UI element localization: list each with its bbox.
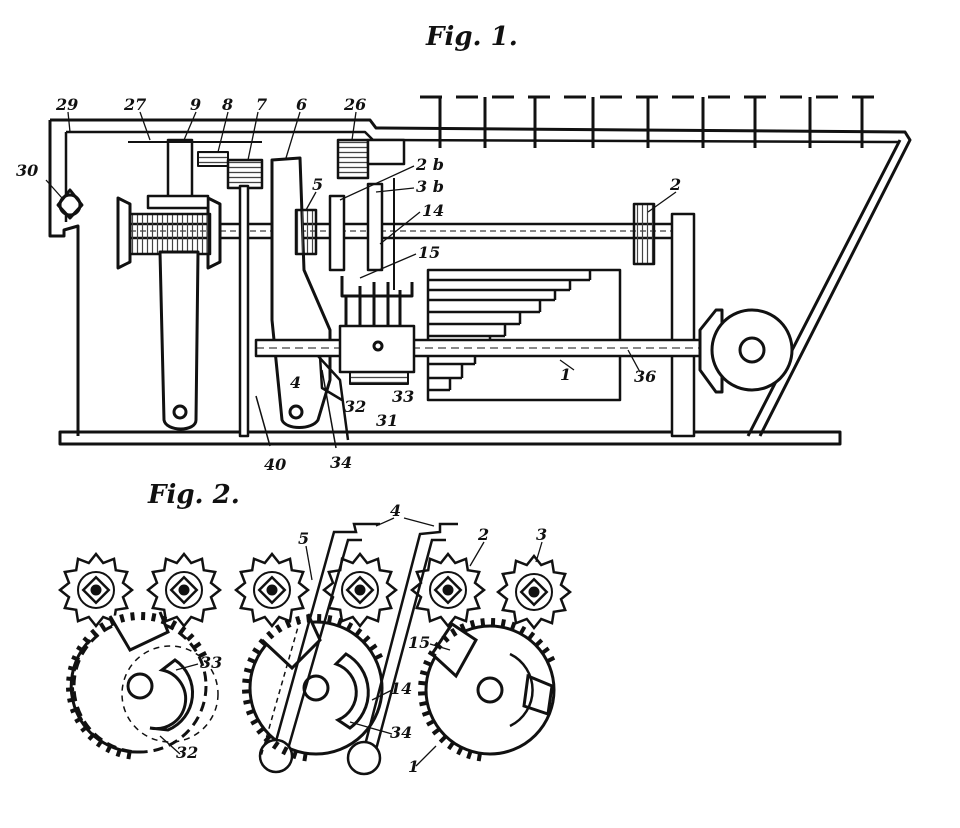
- label-3b: 3 b: [416, 177, 444, 196]
- gear-2b: [328, 194, 346, 272]
- label-fig2-14: 14: [390, 679, 412, 698]
- top-scale: [420, 95, 880, 148]
- label-fig2-1: 1: [408, 757, 419, 776]
- label-29: 29: [55, 95, 78, 114]
- label-fig2-3: 3: [536, 525, 547, 544]
- label-14: 14: [422, 201, 444, 220]
- upper-gear-row: [57, 551, 573, 631]
- base-plate: [58, 430, 842, 446]
- small-gear: [233, 551, 311, 629]
- fig1-title: Fig. 1.: [426, 22, 518, 52]
- fig2-title: Fig. 2.: [148, 480, 240, 510]
- label-fig2-5: 5: [298, 529, 309, 548]
- label-30: 30: [16, 161, 38, 180]
- part-7: [226, 158, 264, 190]
- label-fig2-33: 33: [200, 653, 222, 672]
- large-gear-teeth: [242, 614, 384, 762]
- gear-5: [294, 208, 318, 256]
- fig2-gear-train-view: [57, 522, 573, 776]
- label-6: 6: [296, 95, 307, 114]
- large-gear-teeth: [66, 612, 208, 760]
- label-15: 15: [418, 243, 440, 262]
- label-31: 31: [376, 411, 398, 430]
- label-fig2-2: 2: [477, 525, 489, 544]
- label-9: 9: [190, 95, 201, 114]
- label-fig2-15: 15: [408, 633, 430, 652]
- small-gear: [495, 553, 573, 631]
- label-5: 5: [312, 175, 323, 194]
- small-gear: [321, 551, 399, 629]
- gear-3b: [366, 182, 384, 272]
- lower-gear-middle: [248, 613, 384, 756]
- lever-4-pair: [258, 522, 458, 776]
- label-2: 2: [669, 175, 681, 194]
- label-fig2-4: 4: [390, 501, 401, 520]
- stepped-drum-1: [426, 268, 622, 402]
- label-fig2-32: 32: [176, 743, 198, 762]
- label-34: 34: [330, 453, 352, 472]
- label-33: 33: [392, 387, 414, 406]
- label-40: 40: [264, 455, 286, 474]
- part-26: [336, 138, 370, 180]
- label-8: 8: [221, 95, 233, 114]
- label-36: 36: [634, 367, 656, 386]
- label-26: 26: [343, 95, 366, 114]
- label-32: 32: [344, 397, 366, 416]
- label-fig2-34: 34: [390, 723, 412, 742]
- lever-34: [317, 355, 350, 441]
- label-27: 27: [123, 95, 146, 114]
- label-2b: 2 b: [415, 155, 444, 174]
- small-gear: [145, 551, 223, 629]
- frame-outline: [48, 118, 912, 437]
- fig1-machine-side-view: [48, 95, 912, 449]
- small-gear: [409, 551, 487, 629]
- label-1: 1: [560, 365, 571, 384]
- lever-6-4: [270, 156, 332, 429]
- label-7: 7: [256, 95, 267, 114]
- gear-2: [632, 202, 656, 266]
- label-4: 4: [290, 373, 301, 392]
- lever-arm-left: [158, 250, 200, 431]
- fig2-leader-lines: [159, 517, 543, 767]
- fig1-leader-lines: [45, 111, 677, 373]
- fig1-reference-labels: 29 27 9 8 7 6 26 30 5 2 b 3 b 14 15 2 4 …: [16, 95, 681, 474]
- lower-gear-right: [424, 621, 556, 756]
- large-gear-teeth: [418, 618, 556, 762]
- fig2-reference-labels: 4 5 2 3 15 33 14 34 32 1: [176, 501, 547, 776]
